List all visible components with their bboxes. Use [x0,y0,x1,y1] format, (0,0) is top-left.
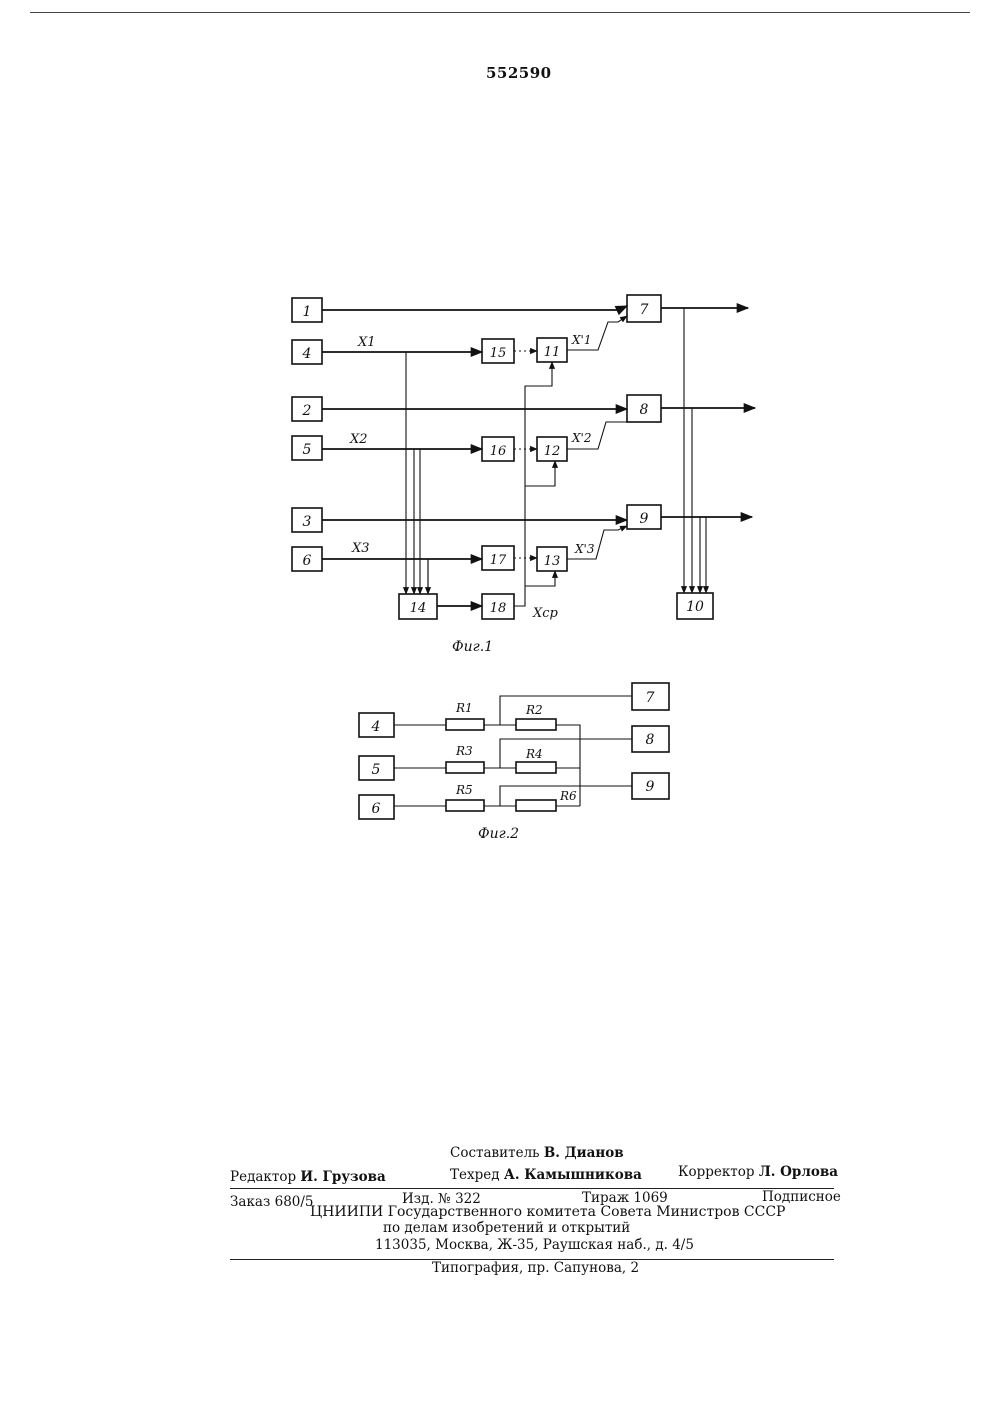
resistor-r1 [446,719,484,730]
block-1: 1 [292,298,322,322]
label-x1-prime: X'1 [571,333,591,347]
fig2-block-9: 9 [632,773,669,799]
fig2-block-5: 5 [359,756,394,780]
svg-text:8: 8 [646,732,655,748]
block-13: 13 [537,547,567,571]
svg-text:R1: R1 [455,701,473,715]
techred-line: Техред А. Камышникова [450,1167,642,1183]
block-7: 7 [627,295,661,322]
org-line-1: ЦНИИПИ Государственного комитета Совета … [310,1204,785,1220]
fig2-block-6: 6 [359,795,394,819]
svg-text:11: 11 [544,345,561,360]
svg-text:5: 5 [303,442,312,458]
resistor-r5 [446,800,484,811]
corrector-line: Корректор Л. Орлова [678,1164,838,1180]
block-5: 5 [292,436,322,460]
block-8: 8 [627,395,661,422]
block-14: 14 [399,594,437,619]
svg-text:R5: R5 [455,783,473,797]
svg-text:4: 4 [371,719,381,735]
svg-text:7: 7 [640,302,649,318]
resistor-r3 [446,762,484,773]
figure-1-caption: Фиг.1 [452,639,493,655]
block-18: 18 [482,594,514,619]
svg-text:3: 3 [303,514,312,530]
resistor-r6 [516,800,556,811]
label-x1: X1 [357,335,376,350]
svg-text:6: 6 [303,553,312,569]
block-12: 12 [537,437,567,461]
label-x3-prime: X'3 [574,542,595,556]
svg-text:18: 18 [490,601,507,616]
block-3: 3 [292,508,322,532]
block-9: 9 [627,505,661,529]
block-17: 17 [482,546,514,570]
label-x3: X3 [351,541,370,556]
svg-text:R4: R4 [525,747,543,761]
printing-house: Типография, пр. Сапунова, 2 [432,1260,639,1276]
footer-rule-1 [230,1188,834,1189]
svg-text:4: 4 [302,346,312,362]
editor-line: Редактор И. Грузова [230,1169,386,1185]
figure-2: 4 5 6 7 8 9 R1 R2 R3 R4 R5 R6 Фиг.2 [359,683,669,842]
svg-text:10: 10 [686,599,704,615]
svg-text:13: 13 [544,554,561,569]
block-6: 6 [292,547,322,571]
address: 113035, Москва, Ж-35, Раушская наб., д. … [375,1237,694,1253]
svg-text:5: 5 [372,762,381,778]
fig2-block-8: 8 [632,726,669,752]
svg-text:2: 2 [302,403,312,419]
svg-text:9: 9 [640,511,649,527]
label-x2: X2 [349,432,368,447]
fig2-block-4: 4 [359,713,394,737]
org-line-2: по делам изобретений и открытий [383,1220,630,1236]
svg-text:8: 8 [640,402,649,418]
svg-text:R2: R2 [525,703,543,717]
svg-text:9: 9 [646,779,655,795]
svg-text:1: 1 [303,304,312,320]
svg-text:12: 12 [544,444,561,459]
figure-1: 1 4 2 5 3 6 7 8 9 10 11 12 13 15 16 17 1… [292,295,755,655]
block-4: 4 [292,340,322,364]
order-number: Заказ 680/5 [230,1194,314,1210]
resistor-r4 [516,762,556,773]
block-15: 15 [482,339,514,363]
svg-text:6: 6 [372,801,381,817]
figure-2-caption: Фиг.2 [478,826,519,842]
block-2: 2 [292,397,322,421]
label-x2-prime: X'2 [571,431,591,445]
svg-text:16: 16 [490,444,507,459]
svg-text:15: 15 [490,346,507,361]
svg-text:R3: R3 [455,744,473,758]
label-xcp: Xср [532,606,559,621]
fig2-block-7: 7 [632,683,669,710]
block-10: 10 [677,593,713,619]
resistor-r2 [516,719,556,730]
svg-text:R6: R6 [559,789,577,803]
subscription: Подписное [762,1189,841,1205]
block-16: 16 [482,437,514,461]
svg-text:14: 14 [410,601,427,616]
compiler-line: Составитель В. Дианов [450,1145,624,1161]
svg-text:7: 7 [646,690,655,706]
block-11: 11 [537,338,567,362]
svg-text:17: 17 [490,553,507,568]
